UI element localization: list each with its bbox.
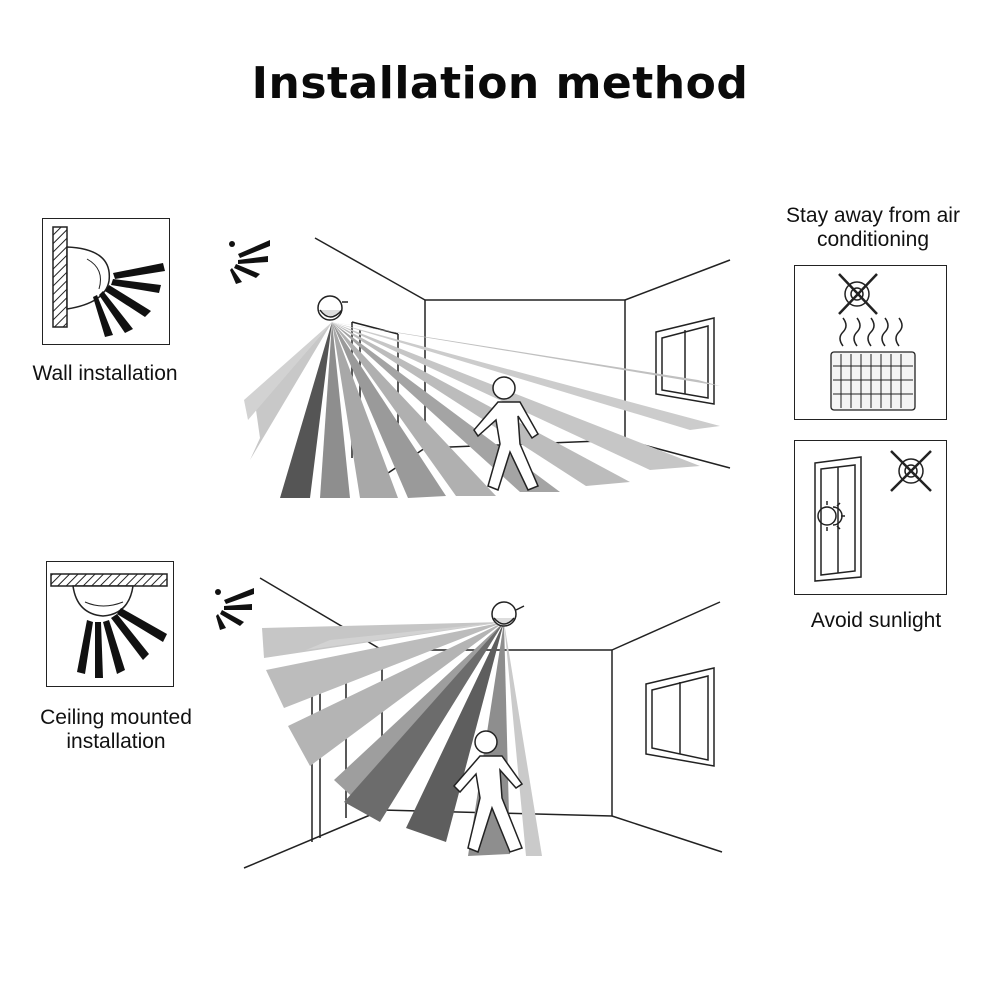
air-conditioning-thumbnail <box>794 265 947 420</box>
wall-installation-thumbnail <box>42 218 170 345</box>
walking-person <box>473 376 539 491</box>
air-conditioning-caption: Stay away from air conditioning <box>786 204 960 251</box>
ceiling-mount-icon <box>50 573 168 678</box>
motion-signal-icon <box>215 588 254 630</box>
sun-icon <box>817 501 845 531</box>
heater-icon <box>830 273 916 411</box>
ceiling-mount-room-scene <box>210 570 730 880</box>
wall-mount-room-scene <box>220 230 740 520</box>
ceiling-mount-room-illustration <box>215 577 723 869</box>
walking-person <box>452 730 524 853</box>
crossed-sensor-icon <box>890 450 932 492</box>
detection-beams <box>262 622 542 856</box>
crossed-sensor-icon <box>838 273 878 315</box>
sunlight-thumbnail <box>794 440 947 595</box>
ceiling-installation-caption: Ceiling mounted installation <box>40 706 192 753</box>
wall-installation-caption: Wall installation <box>32 362 178 385</box>
sunlit-window-icon <box>814 450 932 582</box>
page-title: Installation method <box>251 58 749 109</box>
wall-mount-room-illustration <box>229 237 731 498</box>
ceiling-installation-thumbnail <box>46 561 174 687</box>
detection-beams <box>244 322 720 498</box>
sunlight-caption: Avoid sunlight <box>810 609 942 632</box>
wall-mount-icon <box>52 226 165 337</box>
motion-signal-icon <box>229 240 270 284</box>
